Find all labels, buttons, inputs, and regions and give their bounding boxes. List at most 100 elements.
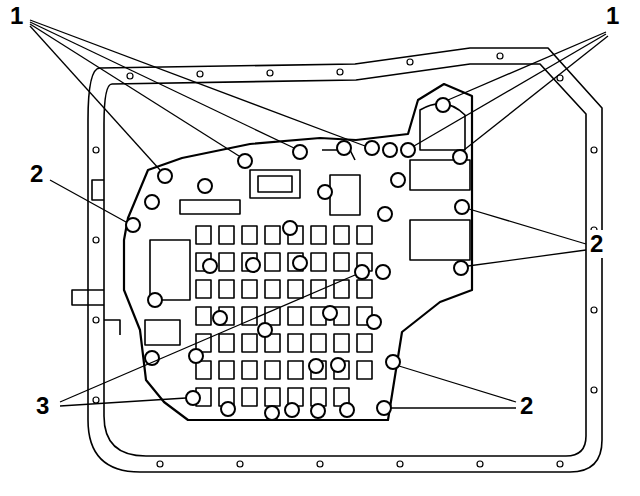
bolt-head — [309, 359, 323, 373]
leader-lines — [30, 20, 608, 408]
pan-flange-bump — [72, 180, 120, 335]
callout-number: 3 — [34, 392, 51, 420]
grid-cell — [219, 334, 234, 352]
grid-cell — [265, 361, 280, 379]
grid-cell — [242, 226, 257, 244]
pan-hole — [267, 70, 273, 76]
bolt-head — [186, 391, 200, 405]
pan-hole — [93, 237, 99, 243]
bolt-head — [293, 256, 307, 270]
grid-cell — [219, 280, 234, 298]
bolt-head — [383, 143, 397, 157]
bolt-head — [283, 221, 297, 235]
pan-hole — [317, 461, 323, 467]
bolt-head — [148, 293, 162, 307]
pan-hole — [93, 317, 99, 323]
bolt-head — [285, 403, 299, 417]
grid-cell — [334, 334, 349, 352]
grid-cell — [219, 226, 234, 244]
pan-hole — [557, 461, 563, 467]
grid-cell — [288, 280, 303, 298]
grid-cell — [196, 226, 211, 244]
bolt-head — [323, 306, 337, 320]
grid-cell — [219, 253, 234, 271]
grid-cell — [288, 361, 303, 379]
bolt-head — [198, 179, 212, 193]
callout-number: 2 — [28, 160, 45, 188]
pan-hole — [197, 71, 203, 77]
bolt-head — [436, 98, 450, 112]
grid-cell — [219, 361, 234, 379]
pan-hole — [497, 53, 503, 59]
pan-hole — [591, 387, 597, 393]
pan-hole — [407, 59, 413, 65]
callout-number: 2 — [588, 230, 605, 258]
bolt-head — [145, 195, 159, 209]
pan-hole — [397, 461, 403, 467]
bolt-head — [377, 401, 391, 415]
grid-cell — [357, 226, 372, 244]
pan-hole — [93, 397, 99, 403]
bolt-head — [401, 143, 415, 157]
bolt-head — [455, 200, 469, 214]
oil-pan-outline — [88, 48, 602, 472]
grid-cell — [265, 307, 280, 325]
pan-hole — [477, 461, 483, 467]
grid-cell — [196, 280, 211, 298]
grid-cell — [311, 226, 326, 244]
bolt-head — [386, 355, 400, 369]
grid-cell — [265, 226, 280, 244]
bolt-head — [365, 141, 379, 155]
bolt-head — [258, 323, 272, 337]
bolt-head — [355, 265, 369, 279]
pan-hole — [127, 73, 133, 79]
pan-hole — [93, 147, 99, 153]
bolt-head — [213, 311, 227, 325]
valve-body-grid — [196, 226, 372, 406]
grid-cell — [334, 253, 349, 271]
grid-cell — [242, 388, 257, 406]
bolt-head — [158, 169, 172, 183]
callout-number: 1 — [604, 2, 621, 30]
grid-cell — [288, 334, 303, 352]
bolt-head — [265, 406, 279, 420]
bolt-head — [189, 349, 203, 363]
grid-cell — [265, 280, 280, 298]
valve-body-outline — [124, 84, 472, 420]
bolt-head — [221, 402, 235, 416]
bolt-head — [203, 259, 217, 273]
grid-cell — [311, 253, 326, 271]
bolt-head — [331, 358, 345, 372]
bolt-head — [293, 145, 307, 159]
grid-cell — [357, 361, 372, 379]
bolt-head — [391, 173, 405, 187]
grid-cell — [196, 307, 211, 325]
bolt-head — [238, 154, 252, 168]
pan-hole — [157, 461, 163, 467]
callout-number: 2 — [518, 392, 535, 420]
grid-cell — [357, 280, 372, 298]
grid-cell — [242, 361, 257, 379]
grid-cell — [265, 253, 280, 271]
bolt-head — [311, 404, 325, 418]
bolt-head — [318, 185, 332, 199]
bolt-head — [454, 261, 468, 275]
pan-bolt-holes — [93, 53, 597, 467]
pan-hole — [237, 461, 243, 467]
pan-hole — [591, 147, 597, 153]
gasket-inner-line — [104, 64, 586, 456]
bolt-head — [246, 258, 260, 272]
grid-cell — [334, 226, 349, 244]
callout-number: 1 — [8, 2, 25, 30]
grid-cell — [265, 388, 280, 406]
bolt-head — [367, 315, 381, 329]
grid-cell — [311, 334, 326, 352]
bolt-head — [378, 207, 392, 221]
bolt-head — [340, 403, 354, 417]
grid-cell — [196, 361, 211, 379]
pan-hole — [337, 69, 343, 75]
valve-body-detail — [145, 104, 470, 345]
bolt-head — [376, 265, 390, 279]
